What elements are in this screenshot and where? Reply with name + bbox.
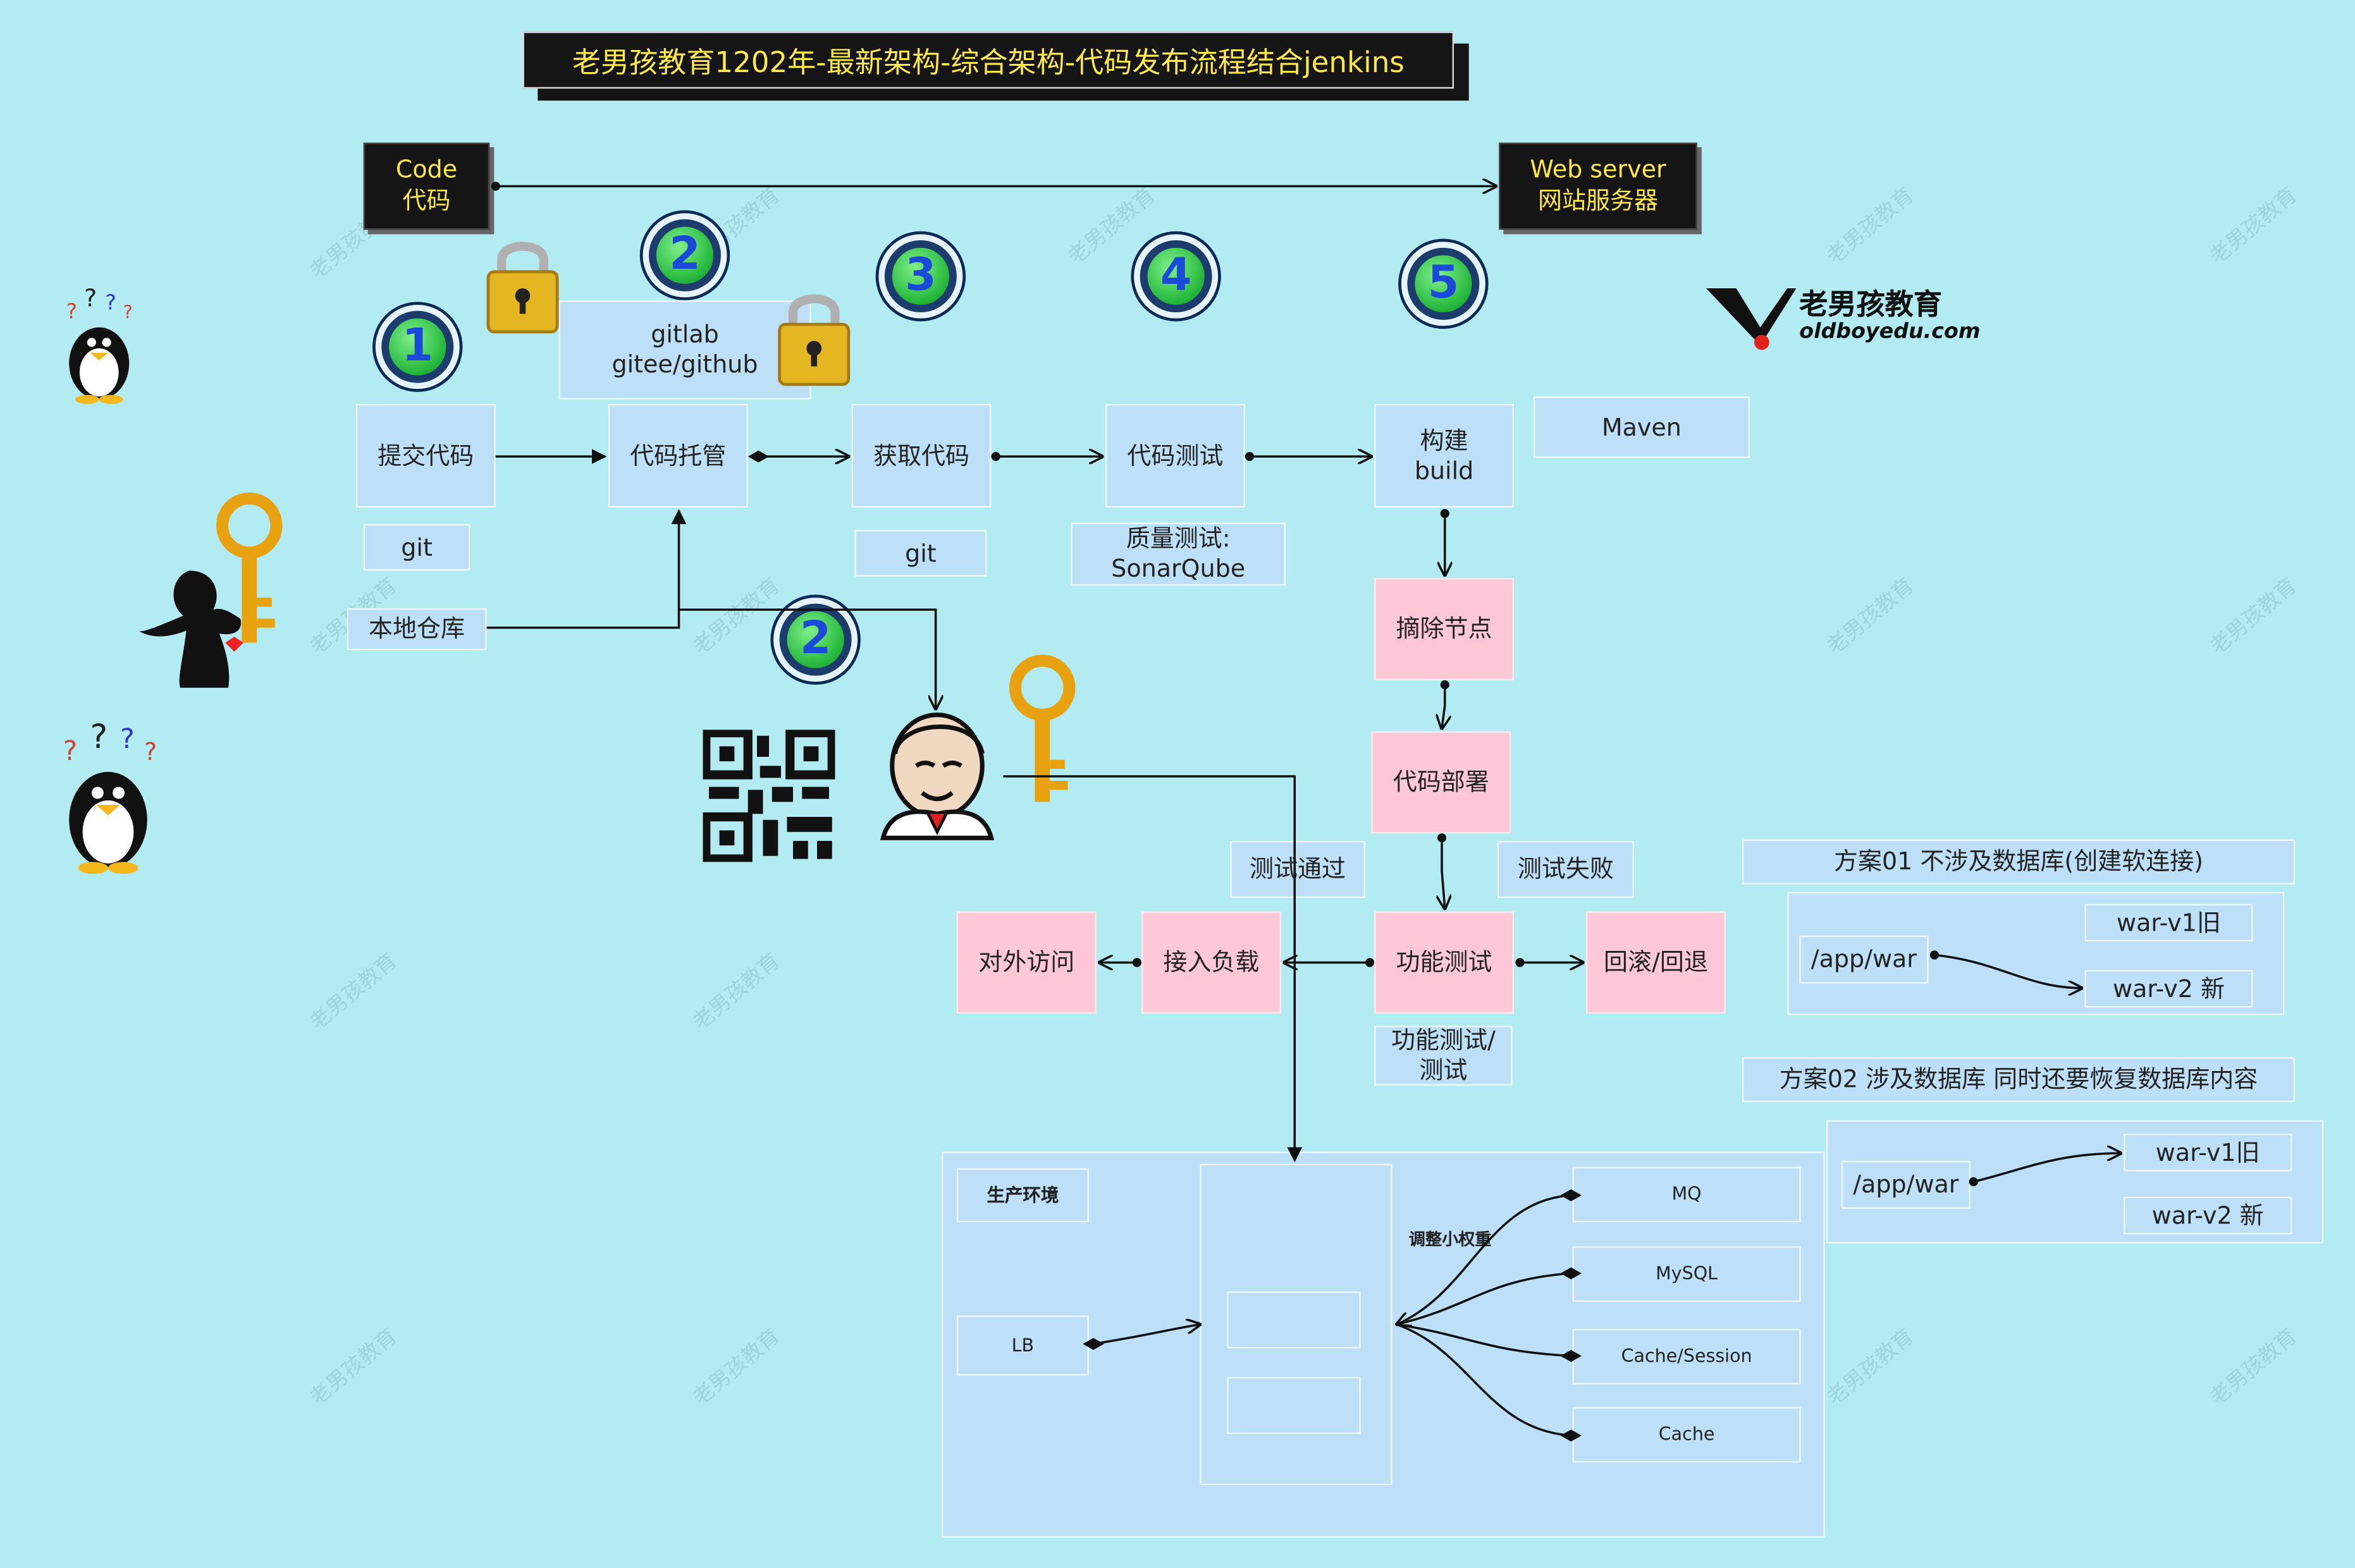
server-node-2 xyxy=(1227,1376,1361,1435)
svg-text:?: ? xyxy=(144,738,157,766)
svg-text:?: ? xyxy=(105,290,116,314)
qr-code-icon xyxy=(703,730,835,862)
local-repo-box: 本地仓库 xyxy=(347,608,487,651)
plan-01-v1: war-v1旧 xyxy=(2084,903,2253,942)
submit-code-box: 提交代码 xyxy=(355,403,496,508)
penguin-icon: ? ? ? ? xyxy=(63,718,157,874)
plan-02-path: /app/war xyxy=(1841,1160,1971,1209)
plan-01-label: 方案01 不涉及数据库(创建软连接) xyxy=(1742,839,2295,885)
code-test-box: 代码测试 xyxy=(1105,403,1245,508)
step-badge-2: 2 xyxy=(643,213,727,298)
func-test-box: 功能测试 xyxy=(1374,911,1514,1014)
mq-box: MQ xyxy=(1572,1167,1801,1223)
code-box-en: Code xyxy=(395,155,458,184)
svg-text:?: ? xyxy=(123,302,133,323)
code-hosting-box: 代码托管 xyxy=(608,403,748,508)
maven-box: Maven xyxy=(1533,396,1750,458)
web-server-en: Web server xyxy=(1530,155,1666,184)
quality-test-label: 质量测试: xyxy=(1126,524,1231,553)
page-title: 老男孩教育1202年-最新架构-综合架构-代码发布流程结合jenkins xyxy=(522,31,1454,89)
func-test-sub-label1: 功能测试/ xyxy=(1391,1026,1496,1055)
lock-icon xyxy=(486,242,559,334)
git-label-1: git xyxy=(363,524,470,571)
step-badge-4: 4 xyxy=(1134,234,1219,319)
func-test-sub-label2: 测试 xyxy=(1419,1055,1468,1084)
server-node-1 xyxy=(1227,1291,1361,1349)
plan-02-v1: war-v1旧 xyxy=(2124,1134,2292,1172)
web-server-cn: 网站服务器 xyxy=(1537,186,1658,215)
step-badge-3: 3 xyxy=(878,234,963,319)
fetch-code-box: 获取代码 xyxy=(851,403,992,508)
logo-v-icon xyxy=(1706,288,1797,350)
load-balance-box: 接入负载 xyxy=(1141,911,1281,1014)
svg-text:?: ? xyxy=(66,299,78,324)
rollback-box: 回滚/回退 xyxy=(1586,911,1726,1014)
func-test-sub-box: 功能测试/测试 xyxy=(1374,1026,1513,1086)
svg-text:?: ? xyxy=(84,285,97,312)
test-fail-box: 测试失败 xyxy=(1497,841,1634,898)
svg-text:?: ? xyxy=(120,723,135,755)
svg-text:?: ? xyxy=(90,718,108,756)
deploy-code-box: 代码部署 xyxy=(1371,731,1511,834)
test-pass-box: 测试通过 xyxy=(1230,841,1365,898)
oldboy-logo: 老男孩教育 oldboyedu.com xyxy=(1703,283,1980,358)
logo-name: 老男孩教育 xyxy=(1799,288,1942,322)
code-box-cn: 代码 xyxy=(402,186,451,215)
plan-02-label: 方案02 涉及数据库 同时还要恢复数据库内容 xyxy=(1742,1057,2295,1103)
step-badge-2b: 2 xyxy=(773,597,858,682)
cache-box: Cache xyxy=(1572,1407,1801,1463)
jenkins-icon xyxy=(880,712,995,840)
step-badge-1: 1 xyxy=(375,305,460,389)
woman-with-key-icon xyxy=(138,493,283,688)
step-badge-5: 5 xyxy=(1401,242,1485,326)
plan-01-v2: war-v2 新 xyxy=(2084,970,2253,1008)
logo-url: oldboyedu.com xyxy=(1799,319,1981,344)
lock-icon xyxy=(778,294,851,386)
git-label-2: git xyxy=(854,530,987,577)
production-title: 生产环境 xyxy=(956,1168,1089,1223)
key-icon xyxy=(1009,654,1076,802)
cache-session-box: Cache/Session xyxy=(1572,1328,1801,1385)
remove-node-box: 摘除节点 xyxy=(1374,578,1514,680)
sonarqube-label: SonarQube xyxy=(1111,554,1246,583)
plan-01-path: /app/war xyxy=(1799,935,1929,984)
gitlab-label: gitlab xyxy=(651,319,719,348)
penguin-icon: ? ? ? ? xyxy=(66,285,133,404)
gitee-label: gitee/github xyxy=(612,350,758,379)
mysql-box: MySQL xyxy=(1572,1246,1801,1302)
svg-text:?: ? xyxy=(63,735,78,767)
build-cn-label: 构建 xyxy=(1420,426,1468,455)
build-en-label: build xyxy=(1414,455,1474,484)
quality-test-box: 质量测试:SonarQube xyxy=(1071,522,1286,586)
external-access-box: 对外访问 xyxy=(956,911,1097,1014)
plan-02-v2: war-v2 新 xyxy=(2124,1196,2292,1235)
